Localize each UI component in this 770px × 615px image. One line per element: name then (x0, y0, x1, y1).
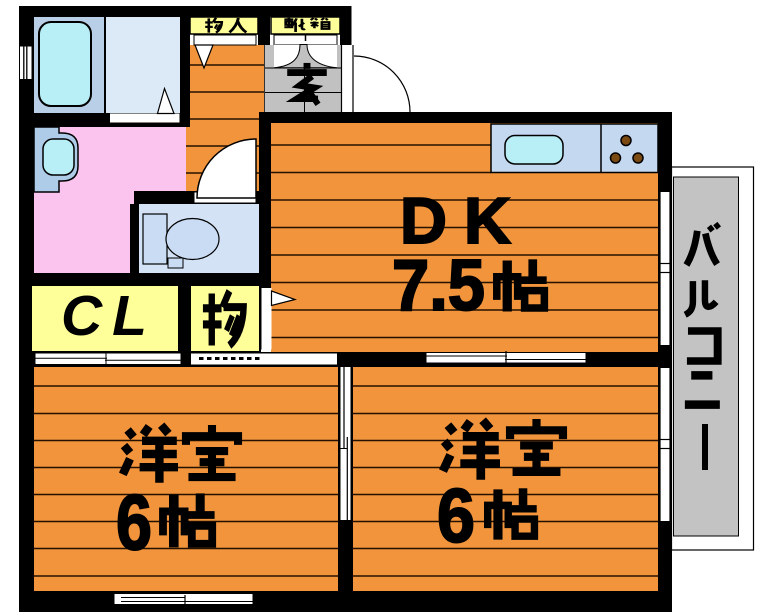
svg-text:CL: CL (61, 284, 157, 348)
svg-text:6: 6 (437, 474, 475, 559)
svg-text:DK: DK (400, 184, 528, 257)
svg-text:7.5: 7.5 (392, 246, 485, 326)
svg-text:6: 6 (116, 478, 152, 566)
